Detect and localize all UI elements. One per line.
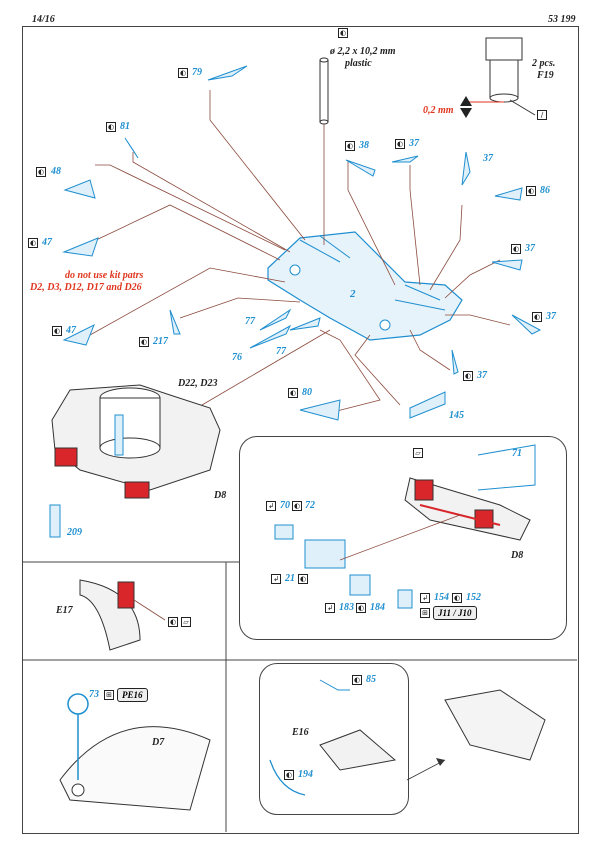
paint-icon: ◐ [345,141,355,151]
bend-icon: ↲ [271,574,281,584]
part-77a-label: 77 [245,316,255,327]
optional-icon: ⊞ [420,608,430,618]
part-f19-drawing [460,37,536,118]
main-etched-plate [267,231,463,341]
paint-icon: ◐ [298,574,308,584]
paint-icon: ◐ [106,122,116,132]
part-37a-label: 37 [409,138,419,149]
part-145-label: 145 [449,410,464,421]
part-37d-label: 37 [546,311,556,322]
paint-icon: ◐ [452,593,462,603]
glue-icon: ▱ [181,617,191,627]
paint-icon: ◐ [139,337,149,347]
detail-e17-drawing [79,579,166,651]
part-2-label: 2 [350,288,356,300]
paint-icon: ◐ [52,326,62,336]
part-72-label: 72 [305,500,315,511]
leader-lines [74,90,511,413]
part-38-label: 38 [359,140,369,151]
paint-icon: ◐ [178,68,188,78]
part-37b-label: 37 [483,153,493,164]
kit-j11-j10-tag: J11 / J10 [433,606,477,620]
glue-icon: ▱ [413,448,423,458]
part-73-label: 73 [89,689,99,700]
part-71-label: 71 [512,448,522,459]
kit-d22-d23-label: D22, D23 [178,378,218,389]
part-154-label: 154 [434,592,449,603]
page-border [22,26,579,834]
plastic-rod [319,57,329,125]
paint-icon: ◐ [284,770,294,780]
warning-line-1: do not use kit patrs [65,270,144,281]
page-number: 14/16 [32,14,55,25]
bend-icon: ↲ [325,603,335,613]
rod-dimension: ø 2,2 x 10,2 mm [330,46,396,57]
part-76-label: 76 [232,352,242,363]
optional-icon: ⊞ [104,690,114,700]
kit-d8-detail-label: D8 [511,550,524,561]
detail-panel-e16 [259,663,409,815]
detail-panel-d8 [239,436,567,640]
cut-icon: / [537,110,547,120]
part-f19-label: F19 [537,70,554,81]
gap-note: 0,2 mm [423,105,454,116]
detail-d8-drawing [274,444,536,609]
paint-icon: ◐ [511,244,521,254]
bend-icon: ↲ [266,501,276,511]
detail-d7-drawing [59,693,211,811]
pieces-count: 2 pcs. [532,58,556,69]
part-86-label: 86 [540,185,550,196]
paint-icon: ◐ [292,501,302,511]
part-152-label: 152 [466,592,481,603]
part-217-label: 217 [153,336,168,347]
kit-pe16-tag: PE16 [117,688,148,702]
kit-d8-label: D8 [214,490,227,501]
part-79-label: 79 [192,67,202,78]
etched-parts [62,65,542,421]
part-80-label: 80 [302,387,312,398]
part-37e-label: 37 [477,370,487,381]
paint-icon: ◐ [338,28,348,38]
part-48-label: 48 [51,166,61,177]
paint-icon: ◐ [532,312,542,322]
paint-icon: ◐ [28,238,38,248]
part-37c-label: 37 [525,243,535,254]
rod-material: plastic [345,58,372,69]
part-81-label: 81 [120,121,130,132]
paint-icon: ◐ [168,617,178,627]
part-21-label: 21 [285,573,295,584]
part-209-label: 209 [67,527,82,538]
part-47a-label: 47 [42,237,52,248]
detail-e16-drawing [269,679,546,796]
paint-icon: ◐ [36,167,46,177]
kit-hull-d8 [49,384,221,538]
part-194-label: 194 [298,769,313,780]
part-184-label: 184 [370,602,385,613]
kit-e16-label: E16 [292,727,309,738]
paint-icon: ◐ [463,371,473,381]
part-77b-label: 77 [276,346,286,357]
paint-icon: ◐ [356,603,366,613]
kit-e17-label: E17 [56,605,73,616]
paint-icon: ◐ [288,388,298,398]
paint-icon: ◐ [352,675,362,685]
paint-icon: ◐ [526,186,536,196]
part-183-label: 183 [339,602,354,613]
part-85-label: 85 [366,674,376,685]
bend-icon: ↲ [420,593,430,603]
part-47b-label: 47 [66,325,76,336]
kit-number: 53 199 [548,14,576,25]
paint-icon: ◐ [395,139,405,149]
warning-line-2: D2, D3, D12, D17 and D26 [30,282,142,293]
part-70-label: 70 [280,500,290,511]
kit-d7-label: D7 [152,737,165,748]
